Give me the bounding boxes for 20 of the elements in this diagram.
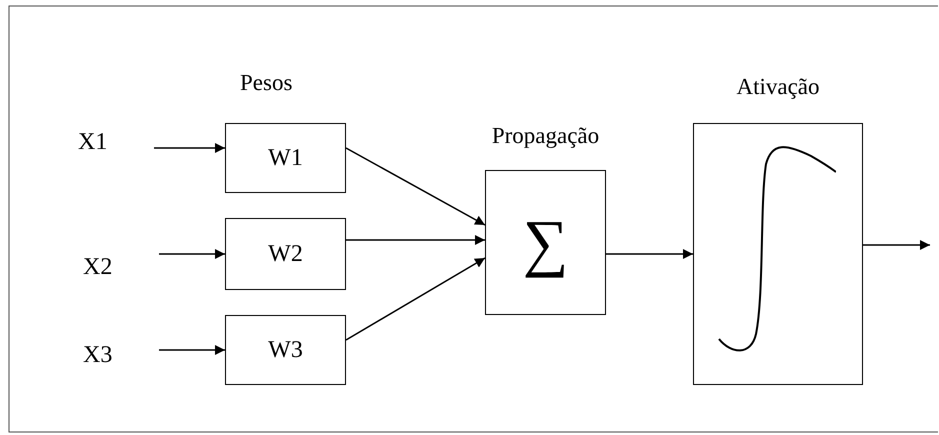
arrow: [606, 249, 693, 259]
weight-box: [225, 123, 346, 193]
weight-label: W1: [268, 144, 303, 172]
arrow: [159, 345, 225, 355]
weight-box: [225, 218, 346, 290]
weight-label: W3: [268, 336, 303, 364]
column-heading: Pesos: [240, 70, 292, 96]
weight-label: W2: [268, 240, 303, 268]
arrow: [346, 257, 486, 341]
arrow: [346, 235, 485, 245]
stage-heading: Propagação: [492, 123, 600, 149]
arrow: [159, 249, 225, 259]
arrow: [154, 143, 225, 153]
input-label: X3: [83, 338, 129, 372]
arrow: [346, 147, 486, 226]
arrow: [863, 240, 930, 250]
stage-heading: Ativação: [736, 74, 820, 100]
input-label: X1: [78, 125, 124, 159]
weight-box: [225, 315, 346, 385]
input-label: X2: [83, 250, 129, 284]
